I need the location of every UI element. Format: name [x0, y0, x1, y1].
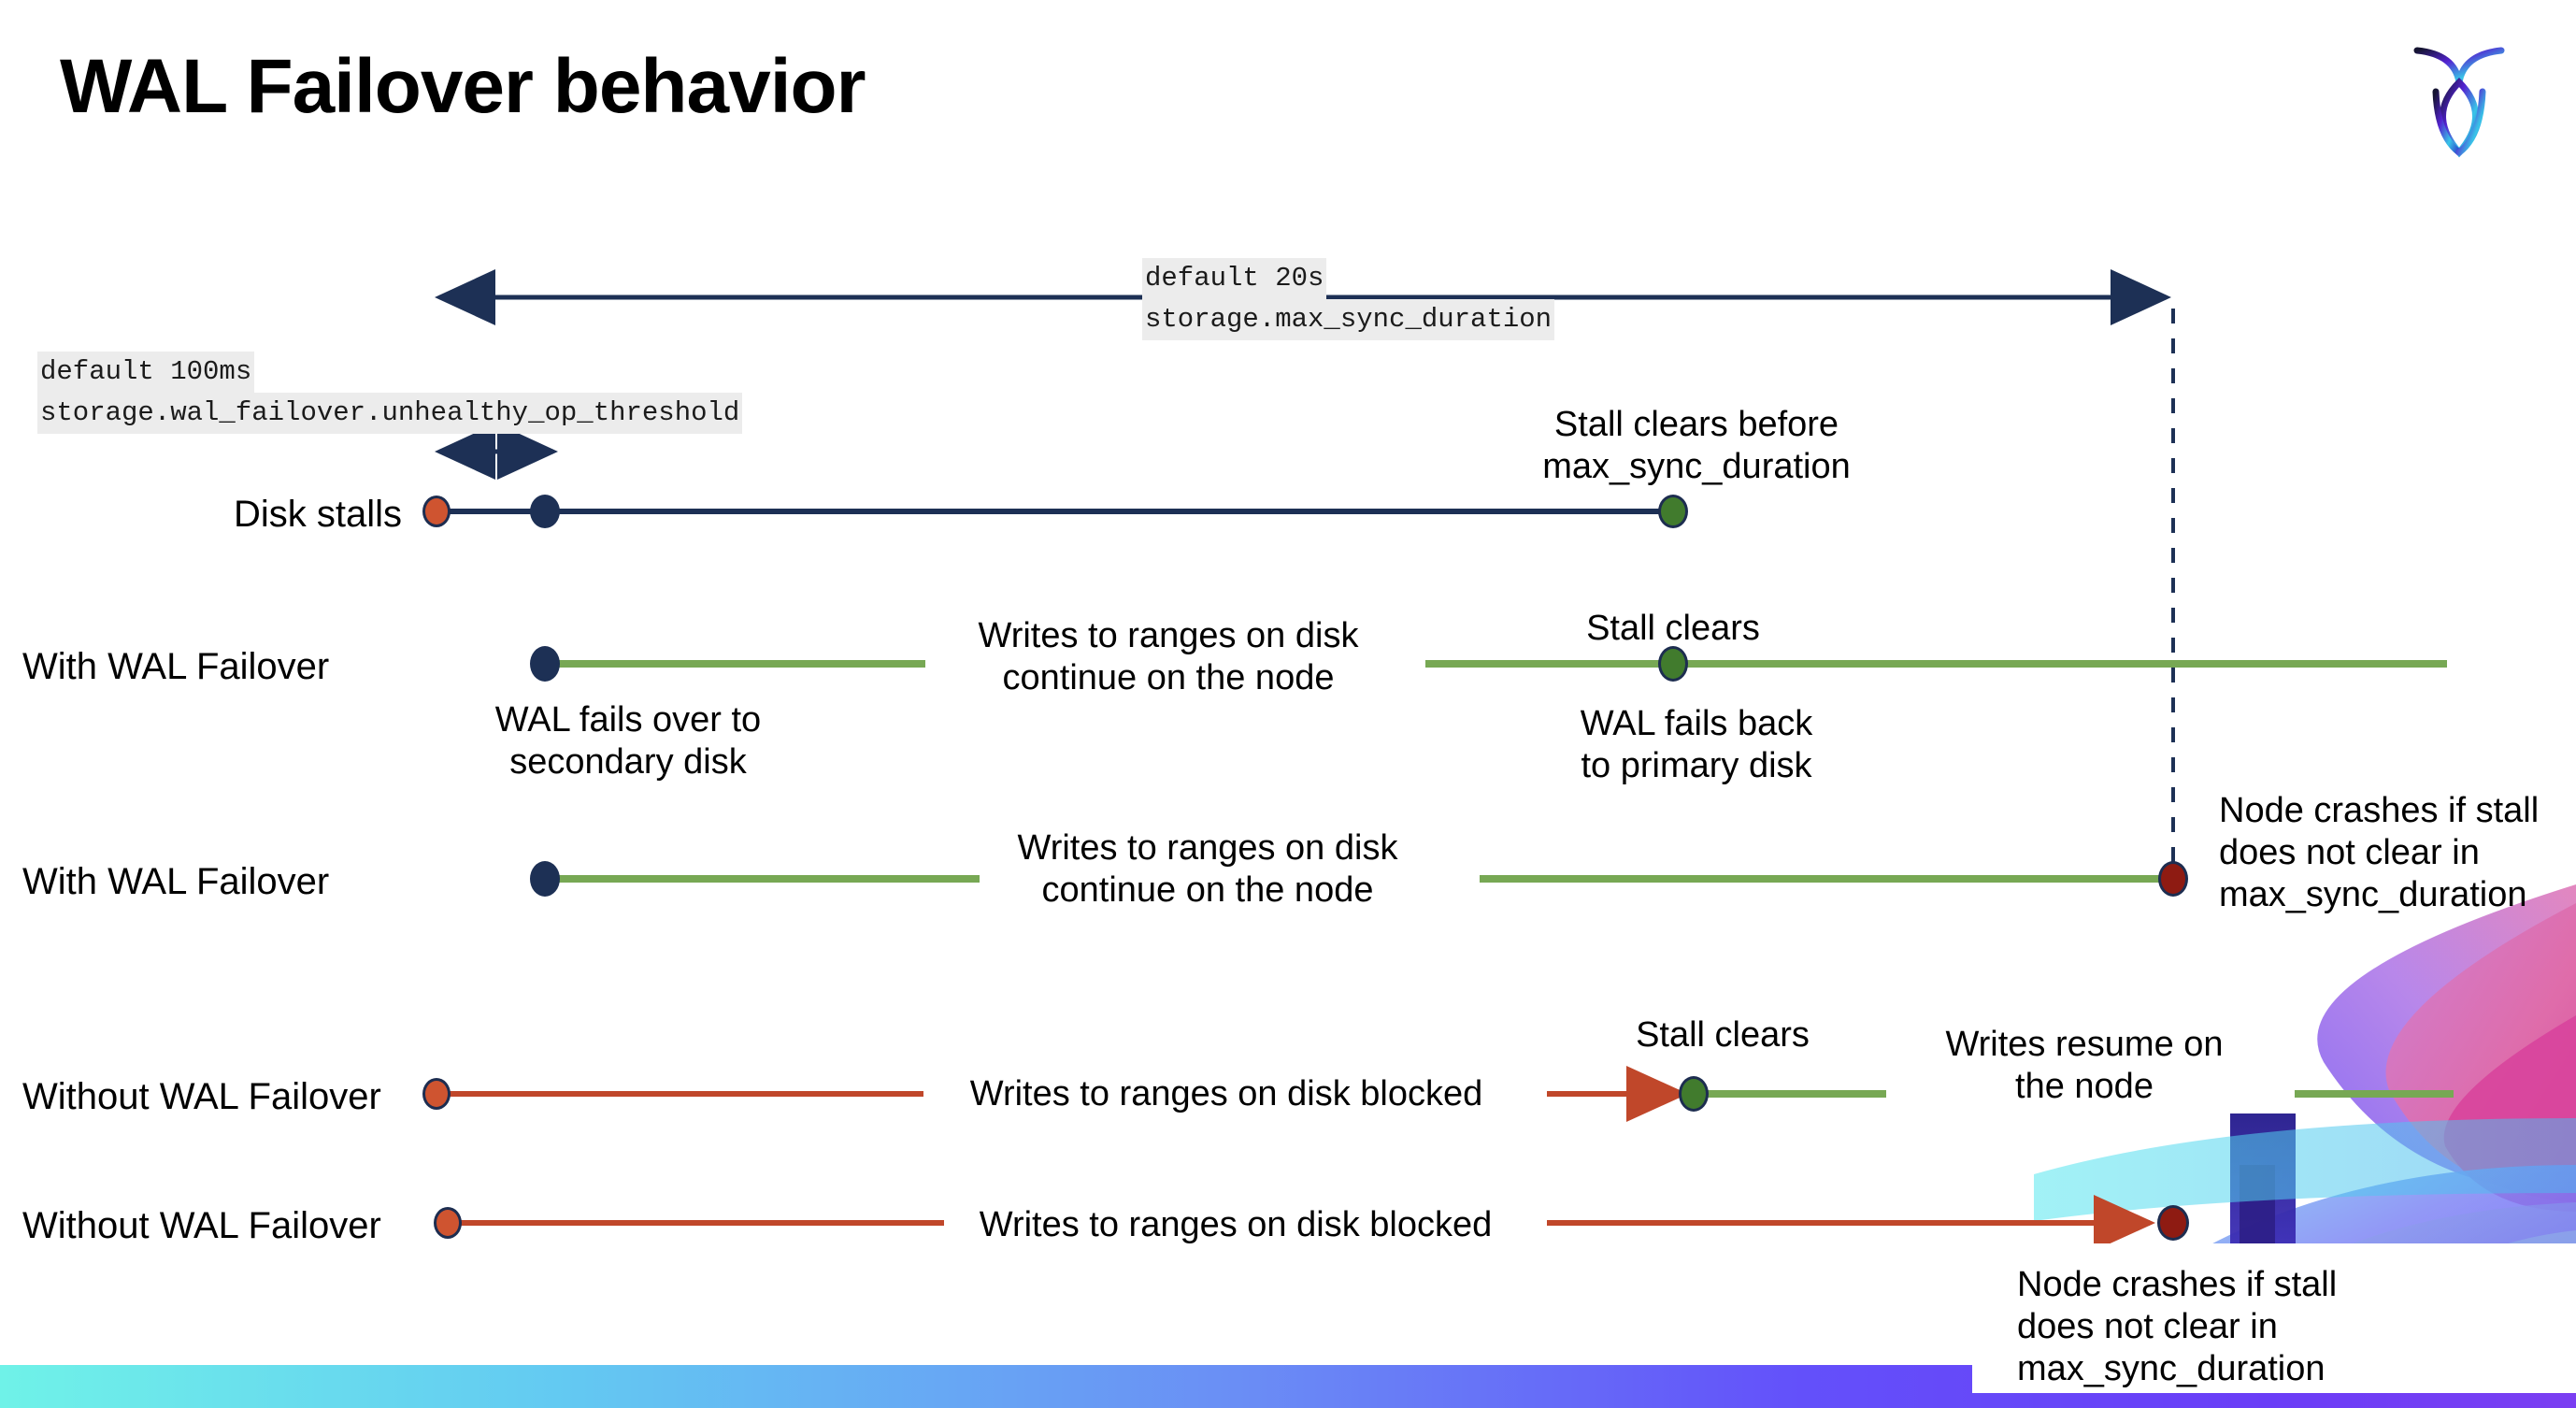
dot-node-crash-without-2	[2157, 1205, 2189, 1241]
dot-stall-clear-without-1	[1679, 1076, 1709, 1112]
unhealthy-op-default-label: default 100ms	[37, 352, 255, 394]
row-label-with-wal-failover-2: With WAL Failover	[22, 861, 330, 902]
max-sync-setting-label: storage.max_sync_duration	[1142, 299, 1555, 341]
note-writes-continue-row1: Writes to ranges on disk continue on the…	[978, 616, 1359, 697]
max-sync-duration-annotation: default 20s storage.max_sync_duration	[1142, 258, 1555, 341]
row-label-with-wal-failover-1: With WAL Failover	[22, 646, 330, 687]
node-crash-note-box: Node crashes if stall does not clear in …	[1972, 1243, 2576, 1393]
note-node-crashes-row2: Node crashes if stall does not clear in …	[2219, 791, 2540, 914]
row-label-disk-stalls: Disk stalls	[233, 494, 402, 535]
dot-stall-start-disk-stalls	[422, 496, 451, 527]
dot-stall-start-without-1	[422, 1078, 451, 1110]
note-stall-clears-before-max-sync: Stall clears before max_sync_duration	[1542, 405, 1851, 486]
note-writes-continue-row2: Writes to ranges on disk continue on the…	[1017, 828, 1398, 910]
note-wal-fails-back-primary: WAL fails back to primary disk	[1580, 704, 1813, 785]
unhealthy-op-setting-label: storage.wal_failover.unhealthy_op_thresh…	[37, 393, 743, 435]
row-label-without-wal-failover-1: Without WAL Failover	[22, 1076, 381, 1117]
dot-failover-disk-stalls	[530, 495, 560, 528]
dot-failover-wal-failover-2	[530, 861, 560, 897]
note-writes-blocked-row4: Writes to ranges on disk blocked	[969, 1074, 1483, 1113]
note-writes-resume-row4: Writes resume on the node	[1945, 1025, 2224, 1106]
dot-stall-start-without-2	[434, 1207, 462, 1239]
max-sync-default-label: default 20s	[1142, 258, 1327, 300]
note-wal-fails-over-secondary: WAL fails over to secondary disk	[494, 700, 762, 782]
page-title: WAL Failover behavior	[60, 44, 866, 129]
row-label-without-wal-failover-2: Without WAL Failover	[22, 1205, 381, 1246]
dot-failover-wal-failover-1	[530, 646, 560, 682]
dot-stall-clear-disk-stalls	[1658, 495, 1688, 528]
unhealthy-op-threshold-annotation: default 100ms storage.wal_failover.unhea…	[37, 352, 743, 435]
cockroachdb-logo-icon	[2398, 26, 2520, 166]
note-stall-clears-row1: Stall clears	[1586, 609, 1760, 648]
note-stall-clears-row4: Stall clears	[1636, 1015, 1810, 1055]
note-node-crashes-row5: Node crashes if stall does not clear in …	[2017, 1265, 2338, 1388]
dot-stall-clear-wal-failover-1	[1658, 646, 1688, 682]
dot-node-crash-wal-failover-2	[2158, 861, 2188, 897]
note-writes-blocked-row5: Writes to ranges on disk blocked	[979, 1205, 1493, 1244]
